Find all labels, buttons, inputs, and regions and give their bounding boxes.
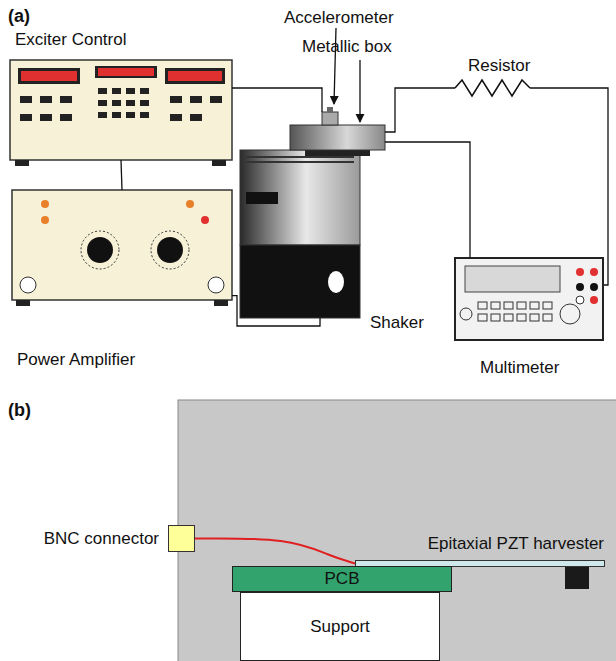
node-label: Support — [310, 617, 370, 637]
node-label: Exciter Control — [15, 30, 126, 50]
node-label: PCB — [325, 569, 360, 589]
power-amplifier: Power Amplifier — [12, 190, 232, 300]
metallic-box — [290, 125, 385, 156]
multimeter: Multimeter — [455, 258, 603, 340]
part-label: Accelerometer — [284, 8, 394, 28]
node-label: BNC connector — [44, 529, 159, 549]
bnc-connector: BNC connector — [168, 525, 195, 552]
signal-wire — [385, 142, 470, 258]
node-label: Power Amplifier — [17, 350, 135, 370]
exciter-control-device — [10, 60, 232, 166]
accelerometer — [322, 107, 338, 125]
connector-wire — [232, 296, 320, 326]
node-label: Multimeter — [480, 358, 559, 378]
shaker: Shaker — [240, 150, 360, 318]
connector-wire — [121, 160, 122, 190]
resistor-symbol — [455, 80, 530, 96]
connector-wire — [195, 538, 355, 563]
pcb-board: PCB — [232, 566, 452, 592]
multimeter-device — [455, 258, 603, 340]
signal-wire — [530, 88, 608, 285]
node-label: Shaker — [370, 313, 424, 333]
signal-wire — [232, 88, 322, 112]
exciter-control: Exciter Control — [10, 60, 232, 160]
tip-mass — [565, 567, 589, 589]
leader-arrow — [359, 60, 360, 122]
metallic-box-housing — [178, 400, 616, 661]
panel-letter: (a) — [8, 6, 30, 27]
panel-letter: (b) — [8, 400, 31, 421]
part-label: Metallic box — [302, 37, 392, 57]
shaker-device — [240, 150, 360, 318]
node-label: Epitaxial PZT harvester — [428, 534, 604, 554]
power-amplifier-device — [12, 190, 232, 306]
signal-wire — [385, 88, 455, 132]
support-block: Support — [240, 592, 440, 661]
part-label: Resistor — [468, 56, 530, 76]
